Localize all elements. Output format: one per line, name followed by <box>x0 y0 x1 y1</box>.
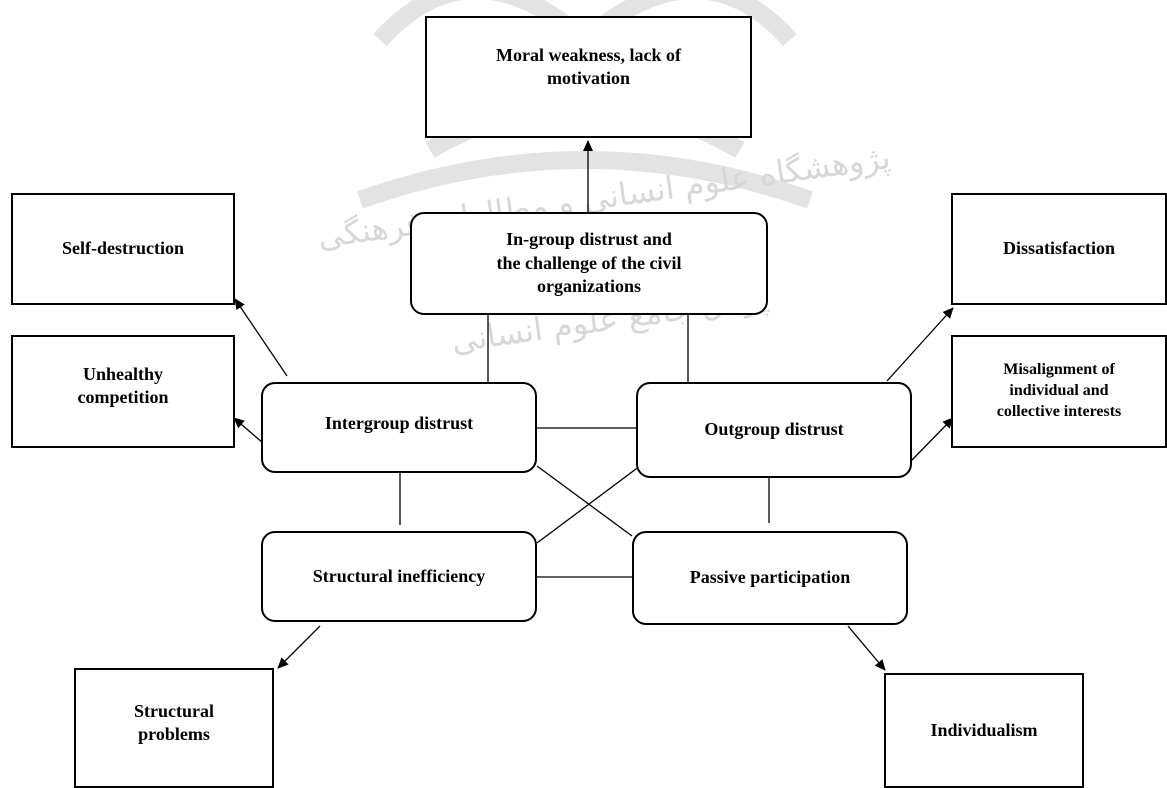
arrow-intergroup-to-self-destruction <box>234 298 288 377</box>
node-dissatisfaction: Dissatisfaction <box>951 193 1167 305</box>
line-outgroup-structural <box>536 465 641 544</box>
node-intergroup-distrust: Intergroup distrust <box>261 382 537 473</box>
arrow-outgroup-to-misalignment <box>909 417 954 463</box>
node-moral-weakness: Moral weakness, lack of motivation <box>425 16 752 138</box>
node-structural-inefficiency: Structural inefficiency <box>261 531 537 622</box>
node-self-destruction: Self-destruction <box>11 193 235 305</box>
node-passive-participation: Passive participation <box>632 531 908 625</box>
line-intergroup-passive <box>536 465 633 537</box>
node-individualism: Individualism <box>884 673 1084 788</box>
node-unhealthy-competition: Unhealthy competition <box>11 335 235 448</box>
arrow-passive-to-individualism <box>847 625 886 671</box>
arrow-intergroup-to-unhealthy-competition <box>233 417 264 444</box>
node-ingroup-distrust: In-group distrust and the challenge of t… <box>410 212 768 315</box>
arrow-outgroup-to-dissatisfaction <box>886 307 954 382</box>
node-outgroup-distrust: Outgroup distrust <box>636 382 912 478</box>
arrow-structural-to-structural-problems <box>277 625 321 669</box>
node-misalignment: Misalignment of individual and collectiv… <box>951 335 1167 448</box>
node-structural-problems: Structural problems <box>74 668 274 788</box>
